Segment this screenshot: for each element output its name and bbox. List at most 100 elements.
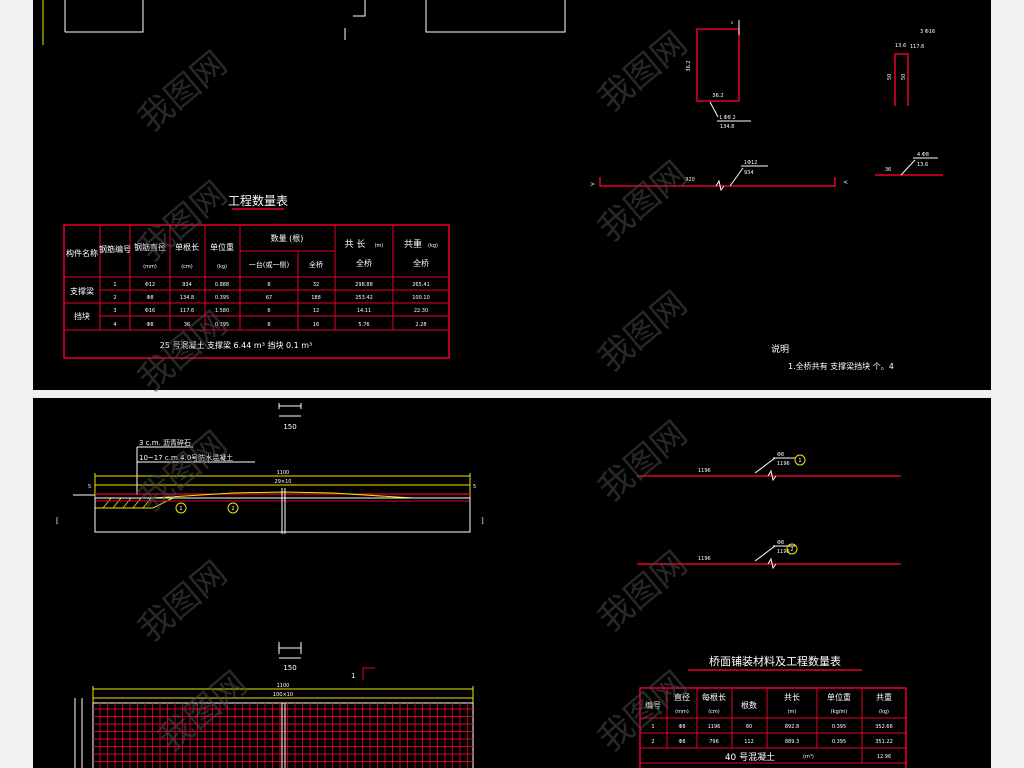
- svg-text:(m): (m): [788, 709, 797, 715]
- bar4-length: 36: [885, 167, 891, 173]
- svg-text:5: 5: [88, 484, 91, 490]
- bar4-detail: 36 4 Φ8 13.6: [875, 152, 943, 176]
- svg-text:889.3: 889.3: [785, 739, 799, 745]
- table-row: 2 Φ8 134.8 0.395 67 188 253.42 100.10: [113, 295, 429, 301]
- svg-text:>: >: [590, 181, 595, 188]
- svg-text:s: s: [731, 20, 733, 25]
- svg-text:796: 796: [709, 739, 719, 745]
- bottom-bar2-length: 1196: [698, 556, 711, 562]
- hdr-total-wt-sub: 全桥: [413, 258, 429, 268]
- svg-text:0.395: 0.395: [832, 724, 846, 730]
- section-callout-asphalt: 3 c.m. 沥青碎石: [139, 438, 191, 447]
- section-marker-2: 2: [231, 506, 234, 512]
- svg-text:(cm): (cm): [708, 709, 720, 715]
- hdr-single-len: 单根长: [175, 242, 199, 252]
- notes-text: 1.全桥共有 支撑梁挡块 个。4: [788, 361, 894, 371]
- stirrup-width: 36.2: [712, 93, 723, 99]
- bar1-callout: 1Φ12: [744, 160, 757, 166]
- bar1-length: 920: [685, 177, 695, 183]
- bottom-bar2-number: 2: [790, 547, 793, 553]
- bar1-total: 934: [744, 170, 754, 176]
- quantity-table: 工程数量表 构件名称 钢筋编号 钢筋直径 (mm) 单根长 (cm) 单位重 (…: [63, 193, 450, 359]
- section-scale-bar: 150: [283, 423, 296, 431]
- table-row: 1 Φ12 934 0.888 8 32 298.88 265.41: [113, 282, 429, 288]
- bottom-bar2-detail: 1196 Φ8 1196 2: [637, 540, 901, 570]
- svg-text:36: 36: [184, 322, 190, 328]
- svg-text:892.8: 892.8: [785, 724, 799, 730]
- svg-text:2.28: 2.28: [415, 322, 426, 328]
- stirrup-height: 36.2: [686, 60, 692, 71]
- svg-text:6: 6: [267, 308, 270, 314]
- hdr-single-len-unit: (cm): [181, 264, 193, 270]
- svg-text:1196: 1196: [708, 724, 721, 730]
- notes: 说明 1.全桥共有 支撑梁挡块 个。4: [771, 343, 894, 371]
- stirrup-detail: s 36.2 36.2 1.Φ8 2 134.8: [686, 20, 751, 130]
- hdr-total-len: 共 长: [345, 238, 366, 250]
- hdr-unit-weight-unit: (kg): [217, 264, 227, 270]
- svg-text:(kg): (kg): [879, 709, 889, 715]
- table-row: 4 Φ8 36 0.395 8 16 5.76 2.28: [113, 322, 426, 328]
- bar4-total: 13.6: [917, 162, 928, 168]
- plan-scale-bar: 150: [283, 664, 296, 672]
- plan-width-inner: 100×10: [273, 692, 293, 698]
- svg-text:]: ]: [481, 517, 484, 525]
- svg-text:编号: 编号: [645, 700, 661, 710]
- hdr-unit-weight: 单位重: [210, 242, 234, 252]
- drawing-top-svg: 工程数量表 构件名称 钢筋编号 钢筋直径 (mm) 单根长 (cm) 单位重 (…: [42, 0, 943, 371]
- group-label-0: 支撑梁: [70, 286, 94, 296]
- svg-text:188: 188: [311, 295, 321, 301]
- plan-width-total: 1100: [277, 683, 290, 689]
- table-row: 1 Φ8 1196 80 892.8 0.395 352.66: [651, 724, 892, 730]
- svg-text:Φ12: Φ12: [145, 282, 155, 288]
- svg-text:112: 112: [744, 739, 754, 745]
- svg-text:0.395: 0.395: [215, 295, 229, 301]
- svg-text:298.88: 298.88: [355, 282, 373, 288]
- bottom-bar1-detail: 1196 Φ8 1196 1: [637, 452, 901, 482]
- group-label-1: 挡块: [74, 311, 90, 321]
- deck-material-table: 桥面铺装材料及工程数量表 编号 直径 (mm) 每根长 (cm) 根数 共长 (…: [639, 654, 907, 768]
- svg-text:[: [: [56, 517, 59, 525]
- svg-text:1.580: 1.580: [215, 308, 229, 314]
- svg-text:根数: 根数: [741, 700, 757, 710]
- hook-top-dim: 13.6: [895, 43, 906, 49]
- deck-plan-mesh: 150 1 1100 100×10: [74, 642, 474, 768]
- svg-text:(mm): (mm): [675, 709, 689, 715]
- drawing-bottom-svg: 150 3 c.m. 沥青碎石 10~17 c.m.4.0号防水混凝土 1100…: [56, 403, 907, 768]
- top-fragment-left: [42, 0, 566, 45]
- bar4-callout: 4 Φ8: [917, 152, 929, 158]
- section-width-total: 1100: [277, 470, 290, 476]
- bottom-bar2-callout: Φ8: [777, 540, 784, 546]
- plan-mark: 1: [351, 672, 355, 680]
- svg-text:5: 5: [473, 484, 476, 490]
- notes-heading: 说明: [771, 343, 789, 355]
- svg-text:117.6: 117.6: [180, 308, 194, 314]
- svg-text:2: 2: [651, 739, 654, 745]
- svg-text:Φ8: Φ8: [146, 322, 153, 328]
- material-table-footer-value: 12.96: [877, 754, 891, 760]
- bottom-bar2-sub: 1196: [777, 549, 790, 555]
- svg-text:934: 934: [182, 282, 192, 288]
- svg-text:Φ8: Φ8: [678, 724, 685, 730]
- svg-text:Φ8: Φ8: [678, 739, 685, 745]
- svg-text:1: 1: [113, 282, 116, 288]
- hook-length: 117.6: [910, 44, 924, 50]
- svg-text:14.11: 14.11: [357, 308, 371, 314]
- svg-text:0.395: 0.395: [215, 322, 229, 328]
- hook-callout: 3 Φ16: [920, 29, 935, 35]
- drawing-sheet-bottom: 150 3 c.m. 沥青碎石 10~17 c.m.4.0号防水混凝土 1100…: [33, 398, 991, 768]
- svg-text:(kg/m): (kg/m): [831, 709, 848, 715]
- bottom-bar1-length: 1196: [698, 468, 711, 474]
- hdr-part-name: 构件名称: [66, 248, 98, 258]
- hdr-diameter: 钢筋直径: [134, 242, 166, 252]
- hdr-diameter-unit: (mm): [143, 264, 157, 270]
- hdr-count-group: 数量 (根): [271, 233, 304, 243]
- svg-text:8: 8: [267, 282, 270, 288]
- section-width-inner: 29×10: [275, 479, 292, 485]
- stirrup-callout-len: 134.8: [720, 124, 734, 130]
- svg-text:共长: 共长: [784, 692, 800, 702]
- deck-section: 150 3 c.m. 沥青碎石 10~17 c.m.4.0号防水混凝土 1100…: [56, 403, 484, 534]
- svg-text:5.76: 5.76: [358, 322, 369, 328]
- svg-text:134.8: 134.8: [180, 295, 194, 301]
- svg-text:Φ16: Φ16: [145, 308, 155, 314]
- svg-text:单位重: 单位重: [827, 692, 851, 702]
